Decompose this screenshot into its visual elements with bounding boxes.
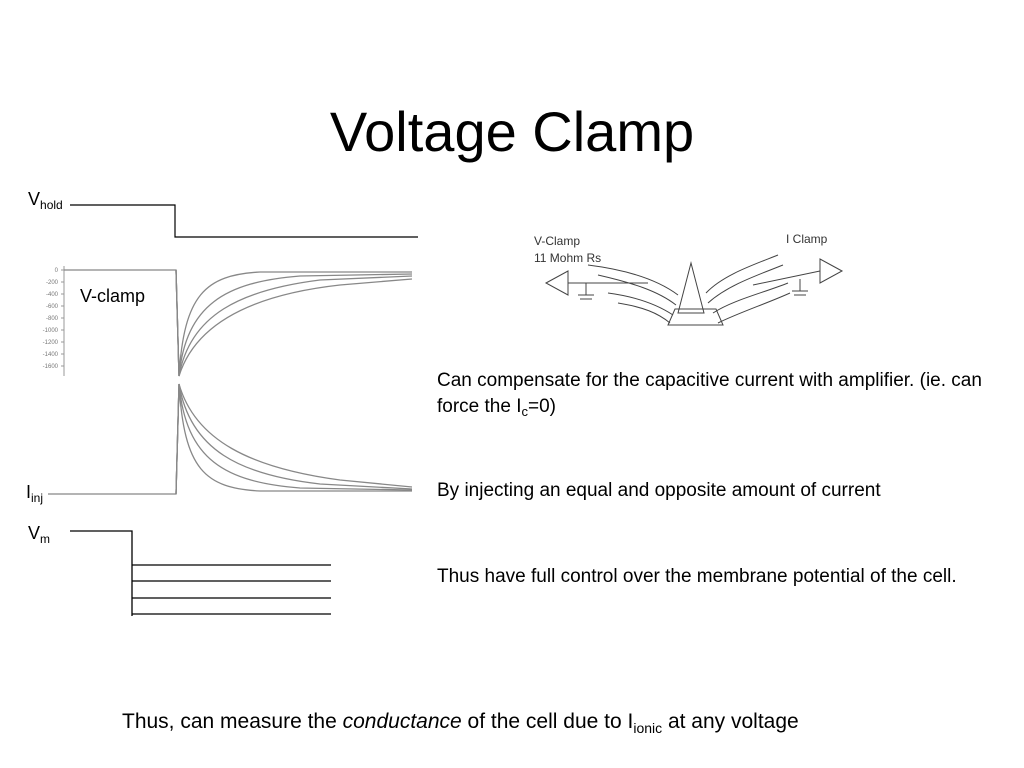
iclamp-schematic-label: I Clamp [786, 232, 828, 246]
y-tick-label: -1200 [43, 340, 59, 346]
y-tick-label: 0 [55, 268, 59, 274]
injected-current-traces [48, 383, 413, 495]
clamp-schematic: V-Clamp 11 Mohm Rs I Clamp [534, 232, 844, 326]
y-tick-label: -200 [46, 280, 59, 286]
vm-label: Vm [28, 523, 51, 546]
rs-schematic-label: 11 Mohm Rs [534, 251, 601, 265]
y-tick-label: -1600 [43, 364, 59, 370]
electrode-icon [677, 261, 705, 314]
paragraph-compensate: Can compensate for the capacitive curren… [437, 370, 982, 419]
voltage-clamp-traces: 0 -200 -400 -600 -800 -1000 -1200 -1400 -1600 [43, 204, 418, 616]
y-tick-label: -1400 [43, 352, 59, 358]
vm-step-traces [70, 530, 331, 616]
left-arrow-icon [544, 270, 569, 296]
capacitive-transient-traces [64, 269, 413, 377]
y-tick-label: -1000 [43, 328, 59, 334]
y-tick-label: -800 [46, 316, 59, 322]
vhold-step-trace [70, 204, 418, 238]
paragraph-control: Thus have full control over the membrane… [437, 566, 957, 587]
vhold-label: Vhold [28, 189, 63, 212]
iinj-label: Iinj [26, 482, 44, 505]
y-tick-label: -400 [46, 292, 59, 298]
right-arrow-icon [819, 258, 844, 284]
footer-statement: Thus, can measure the conductance of the… [122, 710, 799, 736]
vclamp-label: V-clamp [80, 286, 146, 306]
y-tick-label: -600 [46, 304, 59, 310]
y-axis-ticks: 0 -200 -400 -600 -800 -1000 -1200 -1400 -1600 [43, 268, 64, 370]
slide-title: Voltage Clamp [329, 100, 695, 163]
vclamp-schematic-label: V-Clamp [534, 234, 580, 248]
paragraph-inject: By injecting an equal and opposite amoun… [437, 480, 881, 501]
